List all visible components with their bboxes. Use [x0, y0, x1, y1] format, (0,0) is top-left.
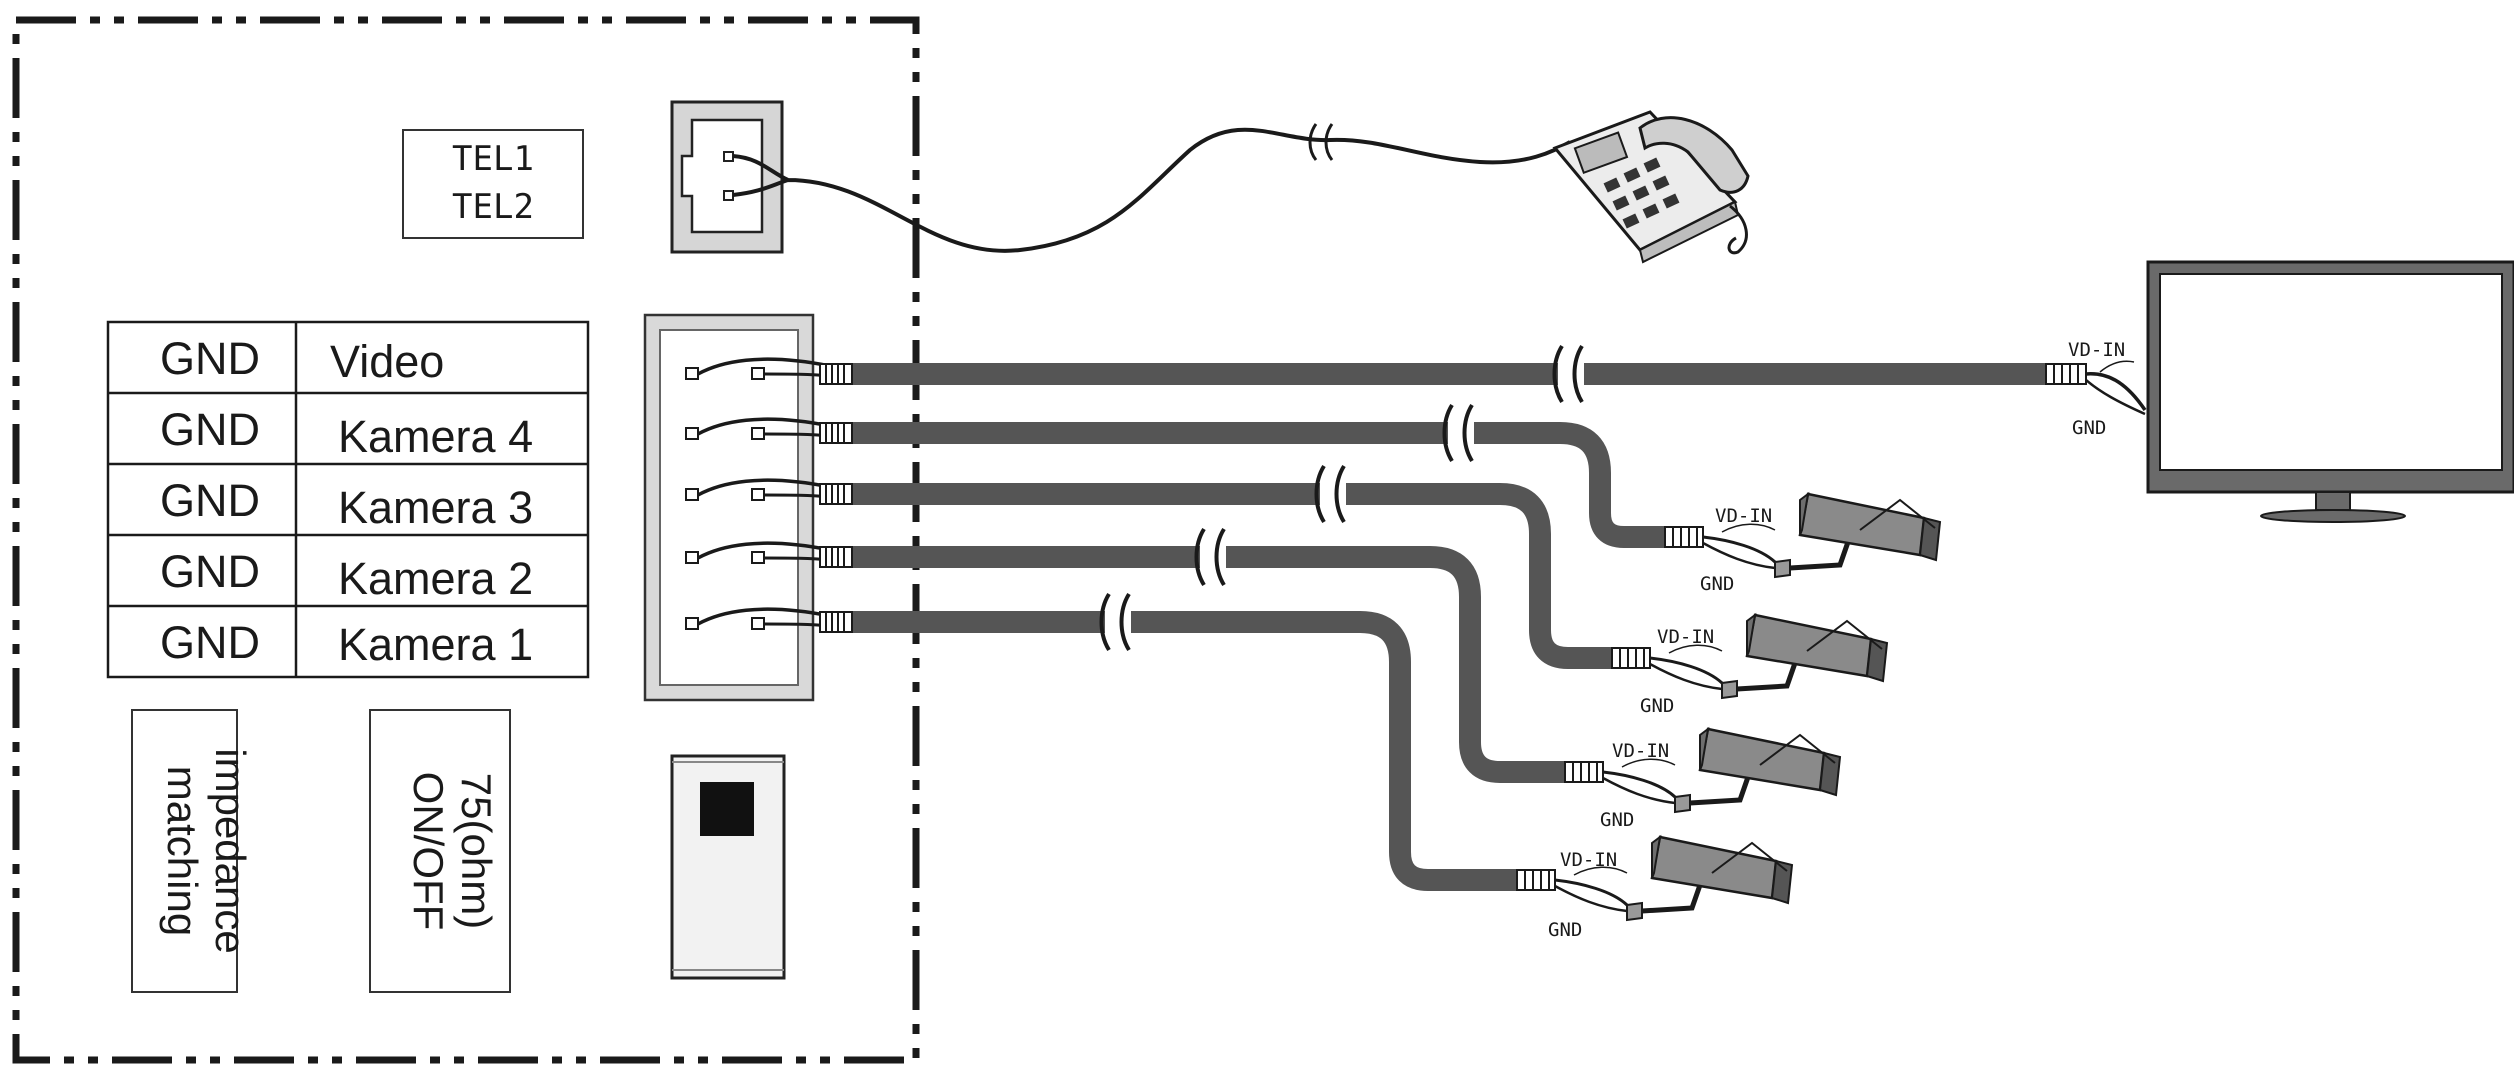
cable-camera-1: [850, 611, 1517, 891]
monitor-icon: [2146, 260, 2514, 523]
tel-label-box: TEL1 TEL2: [402, 129, 584, 239]
phone-cable-break: [1308, 123, 1334, 161]
cable-plugs-block: [819, 363, 853, 633]
camera-vd-in-label: VD-IN: [1715, 505, 1772, 527]
camera-4-group: VD-IN GND: [1664, 491, 1942, 595]
camera-1-icon: [1626, 834, 1794, 922]
cable-break-markers: [1099, 344, 1584, 652]
table-row-signal: Kamera 4: [338, 411, 533, 462]
camera-gnd-label: GND: [1548, 919, 1582, 941]
table-row-gnd: GND: [160, 404, 260, 455]
tel-terminal-connector: [670, 100, 784, 254]
camera-4-icon: [1774, 491, 1942, 579]
table-row-signal: Kamera 2: [338, 553, 533, 604]
telephone-icon: [1552, 110, 1750, 264]
terminal-table: GND Video GND Kamera 4 GND Kamera 3 GND …: [106, 320, 590, 679]
cable-camera-2: [850, 546, 1565, 783]
camera-gnd-label: GND: [1640, 695, 1674, 717]
camera-2-icon: [1674, 726, 1842, 814]
camera-gnd-label: GND: [1600, 809, 1634, 831]
ohm-label-box: 75(ohm) ON/OFF: [369, 709, 511, 993]
camera-vd-in-label: VD-IN: [1612, 740, 1669, 762]
table-row-signal: Video: [330, 336, 444, 387]
phone-cable: [732, 127, 1571, 253]
ohm-switch: [670, 754, 786, 980]
camera-2-group: VD-IN GND: [1564, 726, 1842, 831]
cable-camera-4: [850, 422, 1665, 548]
table-row-gnd: GND: [160, 333, 260, 384]
camera-vd-in-label: VD-IN: [1560, 849, 1617, 871]
unit-enclosure: [12, 16, 920, 1064]
video-terminal-block: [643, 313, 815, 702]
impedance-label-box: impedance matching: [131, 709, 254, 993]
impedance-label-line2: matching: [159, 766, 206, 936]
table-row-gnd: GND: [160, 546, 260, 597]
camera-3-group: VD-IN GND: [1611, 612, 1889, 717]
table-row-signal: Kamera 1: [338, 619, 533, 670]
tel2-label: TEL2: [452, 187, 534, 227]
table-row-signal: Kamera 3: [338, 482, 533, 533]
table-row-gnd: GND: [160, 617, 260, 668]
camera-gnd-label: GND: [1700, 573, 1734, 595]
camera-1-group: VD-IN GND: [1516, 834, 1794, 941]
ohm-label-line1: 75(ohm): [453, 773, 500, 929]
monitor-connector: VD-IN GND: [2045, 339, 2147, 439]
cable-camera-3: [850, 483, 1612, 669]
camera-3-icon: [1721, 612, 1889, 700]
ohm-label-line2: ON/OFF: [405, 772, 452, 931]
camera-vd-in-label: VD-IN: [1657, 626, 1714, 648]
table-row-gnd: GND: [160, 475, 260, 526]
monitor-gnd-label: GND: [2072, 417, 2106, 439]
impedance-label-line1: impedance: [207, 748, 254, 953]
monitor-vd-in-label: VD-IN: [2068, 339, 2125, 361]
tel1-label: TEL1: [452, 139, 534, 179]
